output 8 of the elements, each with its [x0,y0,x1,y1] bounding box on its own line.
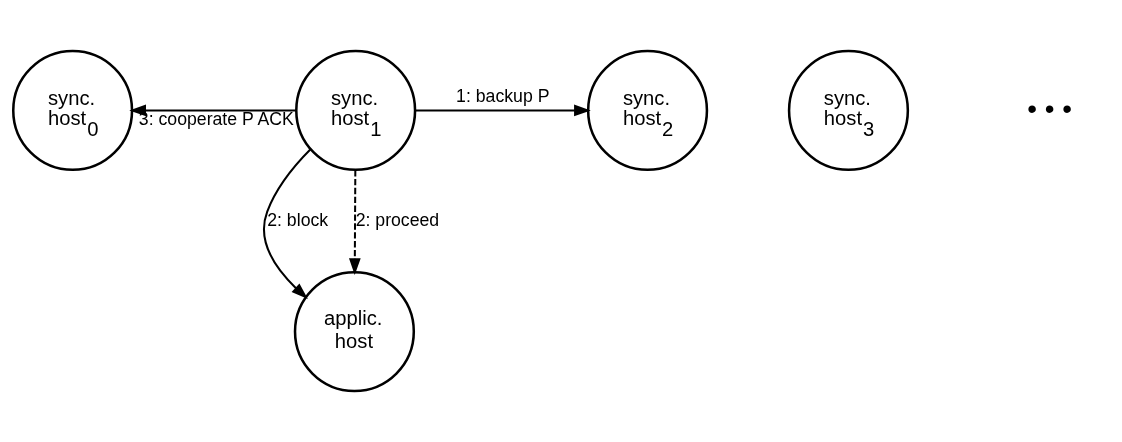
arrow [348,170,361,275]
arrow [415,104,591,117]
edge-label: 1: backup P [456,85,550,106]
edge-label: 2: proceed [355,209,440,230]
edge-label: 2: block [267,209,329,230]
label: • • • [1027,92,1072,124]
arrow [129,104,296,117]
arrow [263,148,312,299]
